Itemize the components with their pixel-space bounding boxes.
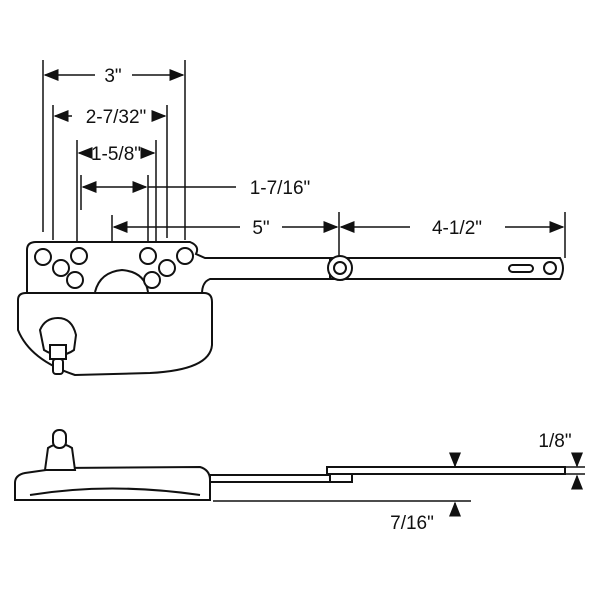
extension-lines (42, 60, 566, 265)
screw-holes (34, 247, 194, 289)
dim-4-1-2-inch: 4-1/2" (432, 218, 482, 239)
operator-top-view (17, 241, 564, 377)
operator-side-view (14, 429, 585, 517)
dim-7-16-inch: 7/16" (390, 513, 434, 534)
dim-1-8-inch: 1/8" (538, 431, 571, 452)
dimension-lines (43, 69, 565, 233)
dim-3-inch: 3" (104, 66, 121, 87)
dim-1-5-8-inch: 1-5/8" (91, 144, 141, 165)
dim-1-7-16-inch: 1-7/16" (250, 178, 311, 199)
dim-2-7-32-inch: 2-7/32" (86, 107, 147, 128)
dim-5-inch: 5" (252, 218, 269, 239)
